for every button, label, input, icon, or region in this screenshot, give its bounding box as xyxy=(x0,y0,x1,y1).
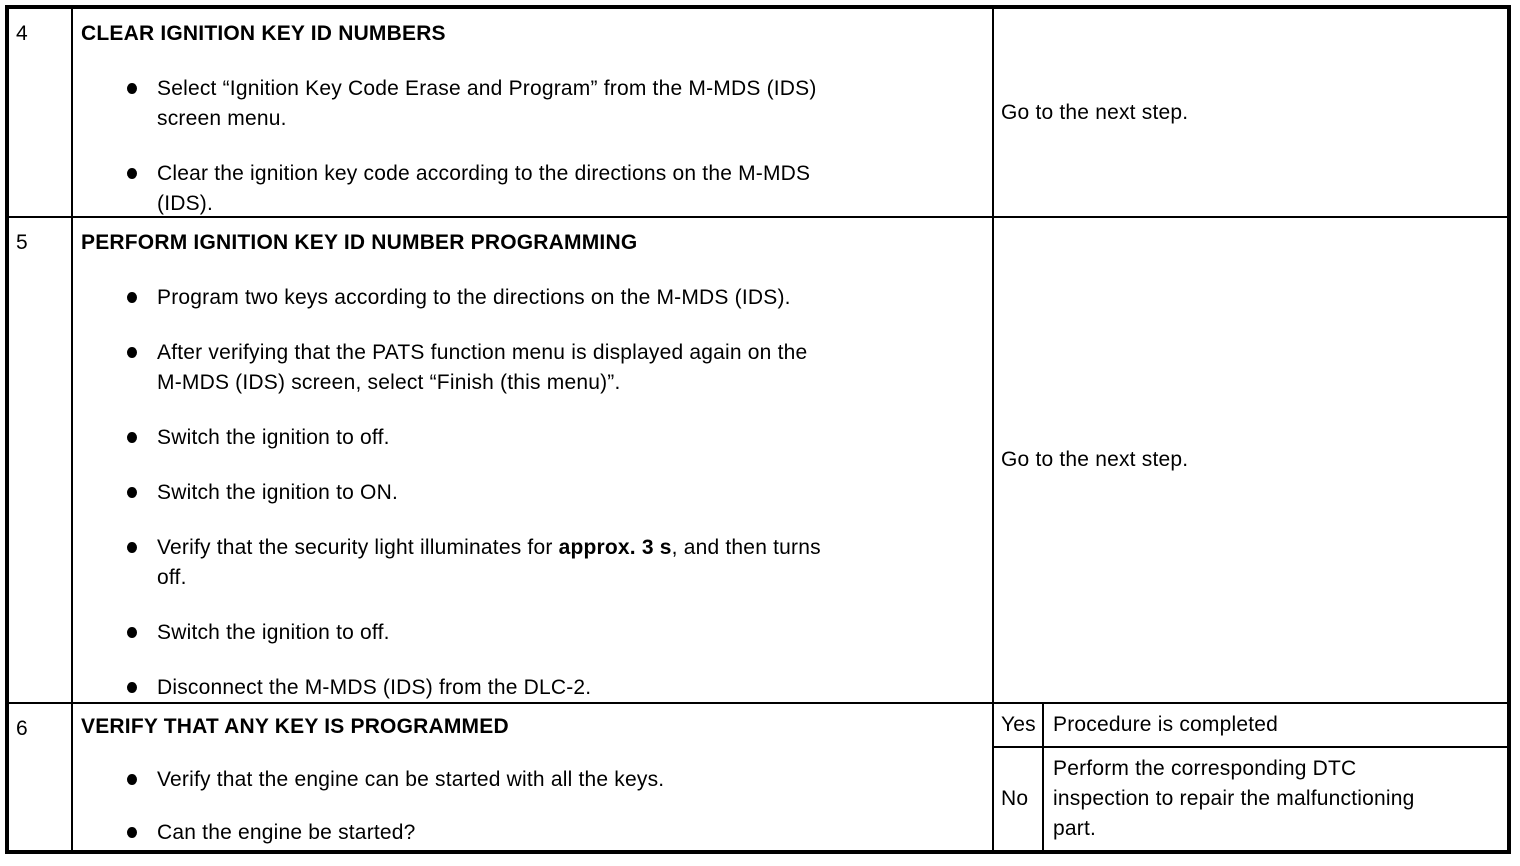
bullet-text: Program two keys according to the direct… xyxy=(157,286,791,309)
bullet-dot-icon xyxy=(127,627,137,638)
step-instructions-cell-5: PERFORM IGNITION KEY ID NUMBER PROGRAMMI… xyxy=(73,218,994,704)
step-title: CLEAR IGNITION KEY ID NUMBERS xyxy=(81,22,446,45)
decision-cell-6: Yes Procedure is completed No Perform th… xyxy=(994,704,1507,850)
step-number: 5 xyxy=(16,231,28,254)
step-number-cell-4: 4 xyxy=(9,9,73,218)
bullet-item: Clear the ignition key code according to… xyxy=(125,159,982,216)
bullet-text: Switch the ignition to ON. xyxy=(157,481,398,504)
action-text: Go to the next step. xyxy=(1001,100,1189,124)
step-title: PERFORM IGNITION KEY ID NUMBER PROGRAMMI… xyxy=(81,231,638,254)
bullet-item: Program two keys according to the direct… xyxy=(125,283,982,313)
step-number: 6 xyxy=(16,717,28,740)
bullet-dot-icon xyxy=(127,774,137,785)
bullet-list: Program two keys according to the direct… xyxy=(81,283,982,702)
decision-answer-no: No xyxy=(994,748,1044,850)
action-cell-4: Go to the next step. xyxy=(994,9,1507,218)
bullet-text: Verify that the engine can be started wi… xyxy=(157,768,665,791)
decision-action-no: Perform the corresponding DTC inspection… xyxy=(1044,748,1507,850)
bullet-item: Verify that the engine can be started wi… xyxy=(125,765,982,795)
decision-grid: Yes Procedure is completed No Perform th… xyxy=(994,704,1507,850)
bullet-text: Disconnect the M-MDS (IDS) from the DLC-… xyxy=(157,676,592,699)
bullet-dot-icon xyxy=(127,168,137,179)
bullet-dot-icon xyxy=(127,432,137,443)
bullet-dot-icon xyxy=(127,827,137,838)
action-cell-5: Go to the next step. xyxy=(994,218,1507,704)
decision-answer-yes: Yes xyxy=(994,704,1044,748)
step-number-cell-6: 6 xyxy=(9,704,73,850)
answer-label: No xyxy=(1001,787,1029,810)
bullet-text: After verifying that the PATS function m… xyxy=(157,341,808,394)
step-title: VERIFY THAT ANY KEY IS PROGRAMMED xyxy=(81,715,509,738)
action-text: Perform the corresponding DTC inspection… xyxy=(1053,757,1415,840)
bullet-text: Verify that the security light illuminat… xyxy=(157,533,821,593)
bullet-text-pre: Verify that the security light illuminat… xyxy=(157,536,559,559)
bullet-list: Select “Ignition Key Code Erase and Prog… xyxy=(81,74,982,216)
bullet-text: Switch the ignition to off. xyxy=(157,426,390,449)
bullet-item: Switch the ignition to off. xyxy=(125,423,982,453)
procedure-table: 4 CLEAR IGNITION KEY ID NUMBERS Select “… xyxy=(5,5,1511,854)
bullet-text: Select “Ignition Key Code Erase and Prog… xyxy=(157,77,817,130)
bullet-text-bold: approx. 3 s xyxy=(558,536,672,559)
bullet-dot-icon xyxy=(127,347,137,358)
bullet-item: Can the engine be started? xyxy=(125,818,982,848)
step-number: 4 xyxy=(16,22,28,45)
bullet-dot-icon xyxy=(127,542,137,553)
bullet-text-post: , and then turns off. xyxy=(157,536,821,589)
bullet-dot-icon xyxy=(127,487,137,498)
answer-label: Yes xyxy=(1001,713,1036,736)
action-text: Procedure is completed xyxy=(1053,713,1279,736)
bullet-text: Switch the ignition to off. xyxy=(157,621,390,644)
bullet-item: After verifying that the PATS function m… xyxy=(125,338,982,398)
bullet-dot-icon xyxy=(127,83,137,94)
bullet-text: Clear the ignition key code according to… xyxy=(157,162,811,215)
bullet-text: Can the engine be started? xyxy=(157,821,416,844)
step-instructions-cell-4: CLEAR IGNITION KEY ID NUMBERS Select “Ig… xyxy=(73,9,994,218)
step-number-cell-5: 5 xyxy=(9,218,73,704)
bullet-item: Select “Ignition Key Code Erase and Prog… xyxy=(125,74,982,134)
step-instructions-cell-6: VERIFY THAT ANY KEY IS PROGRAMMED Verify… xyxy=(73,704,994,850)
bullet-dot-icon xyxy=(127,682,137,693)
bullet-item: Switch the ignition to off. xyxy=(125,618,982,648)
bullet-dot-icon xyxy=(127,292,137,303)
action-text: Go to the next step. xyxy=(1001,448,1189,471)
bullet-item: Disconnect the M-MDS (IDS) from the DLC-… xyxy=(125,673,982,702)
bullet-item: Switch the ignition to ON. xyxy=(125,478,982,508)
decision-action-yes: Procedure is completed xyxy=(1044,704,1507,748)
bullet-list: Verify that the engine can be started wi… xyxy=(81,765,982,848)
bullet-item: Verify that the security light illuminat… xyxy=(125,533,982,593)
